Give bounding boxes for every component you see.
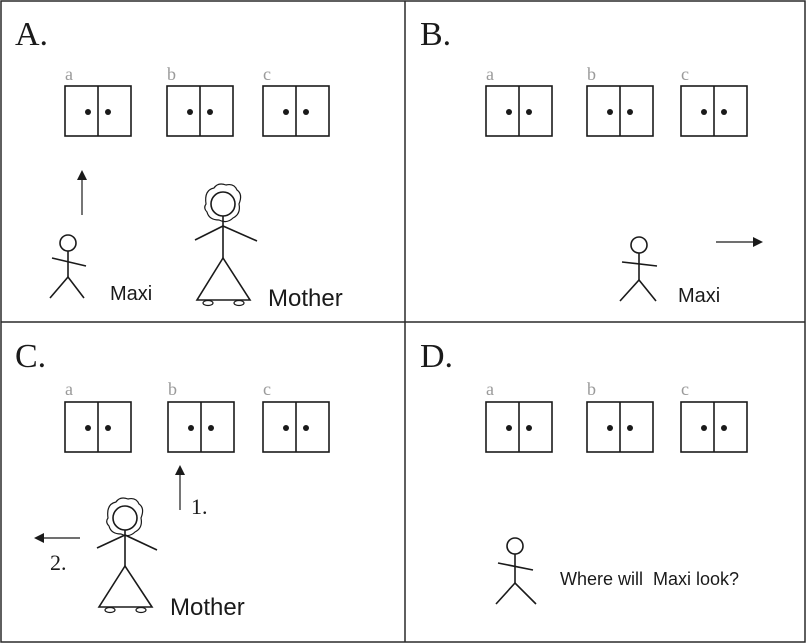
cupboard-a: a <box>64 64 132 137</box>
step-1-label: 1. <box>191 494 208 519</box>
cupboard-letter: b <box>168 379 177 399</box>
mother-label: Mother <box>268 285 343 312</box>
cupboard-letter: a <box>486 379 494 399</box>
panel-letter: A. <box>15 16 48 53</box>
panel-c: C. a b c 1. 2. <box>15 338 330 621</box>
cupboard-b: b <box>167 379 235 453</box>
cupboard-letter: c <box>263 64 271 84</box>
mother-figure <box>194 183 258 307</box>
panel-a: A. a b c Maxi <box>15 16 343 312</box>
cupboard-letter: c <box>263 379 271 399</box>
cupboard-letter: b <box>587 379 596 399</box>
maxi-figure <box>495 537 537 605</box>
panel-letter: C. <box>15 338 46 375</box>
maxi-figure <box>49 234 87 299</box>
cupboard-letter: a <box>65 379 73 399</box>
maxi-figure <box>619 236 658 302</box>
cupboard-b: b <box>586 64 654 137</box>
cupboard-letter: b <box>587 64 596 84</box>
cupboard-c: c <box>262 64 330 137</box>
cupboard-letter: c <box>681 64 689 84</box>
cupboard-letter: a <box>65 64 73 84</box>
cupboard-c: c <box>680 64 748 137</box>
cupboard-letter: a <box>486 64 494 84</box>
cupboard-a: a <box>485 64 553 137</box>
step-2-label: 2. <box>50 550 67 575</box>
cupboard-b: b <box>586 379 654 453</box>
cupboard-a: a <box>64 379 132 453</box>
maxi-label: Maxi <box>110 283 152 305</box>
cupboard-b: b <box>166 64 234 137</box>
cupboard-c: c <box>262 379 330 453</box>
mother-label: Mother <box>170 594 245 621</box>
panel-letter: D. <box>420 338 453 375</box>
cupboard-a: a <box>485 379 553 453</box>
maxi-label: Maxi <box>678 285 720 307</box>
cupboard-c: c <box>680 379 748 453</box>
panel-letter: B. <box>420 16 451 53</box>
cupboard-letter: b <box>167 64 176 84</box>
question-text: Where will Maxi look? <box>560 569 739 589</box>
panel-b: B. a b c Maxi <box>420 16 763 307</box>
panel-d: D. a b c Where will Maxi look? <box>420 338 748 605</box>
cupboard-letter: c <box>681 379 689 399</box>
mother-figure <box>96 497 158 614</box>
